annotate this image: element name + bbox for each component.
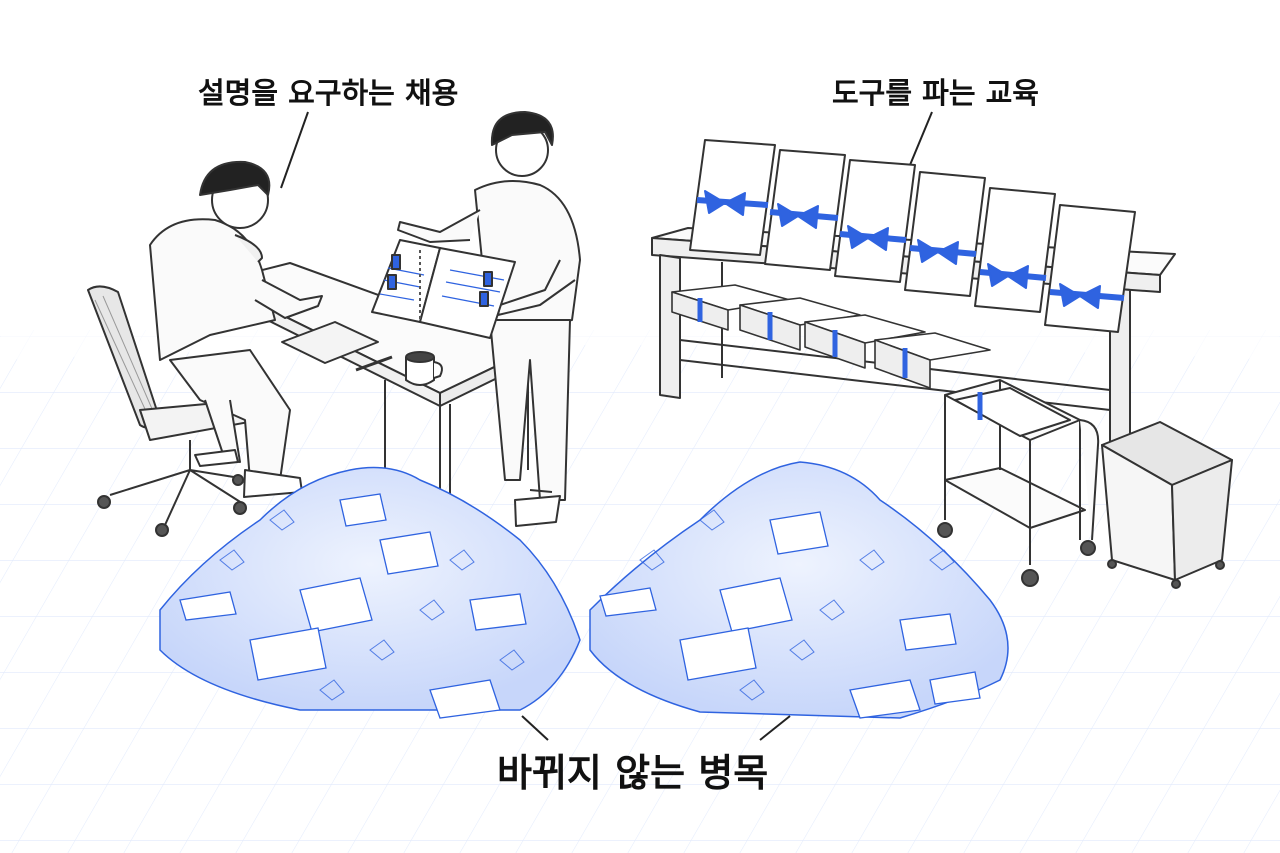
education-label: 도구를 파는 교육 (832, 76, 1039, 110)
bottleneck-label: 바뀌지 않는 병목 (497, 751, 769, 795)
ribbon-icon (689, 139, 776, 256)
book-stacks (671, 284, 991, 389)
trash-bin-icon (1101, 421, 1233, 589)
seated-person-icon (149, 160, 323, 498)
ribbon-icon (764, 149, 846, 271)
paper-pile-icon (589, 461, 1009, 719)
ribbon-icon (974, 187, 1056, 313)
ribbon-icon (1044, 204, 1136, 333)
ribbon-icon (904, 171, 986, 297)
chair-icon (87, 285, 261, 537)
cart-icon (937, 379, 1100, 587)
leader-lines (280, 111, 933, 741)
hiring-label: 설명을 요구하는 채용 (198, 76, 459, 110)
ribbon-icon (834, 159, 916, 283)
gift-books (689, 139, 1136, 333)
binder-icon (371, 239, 516, 339)
paper-pile-icon (159, 466, 581, 719)
coffee-mug-icon (405, 351, 443, 386)
